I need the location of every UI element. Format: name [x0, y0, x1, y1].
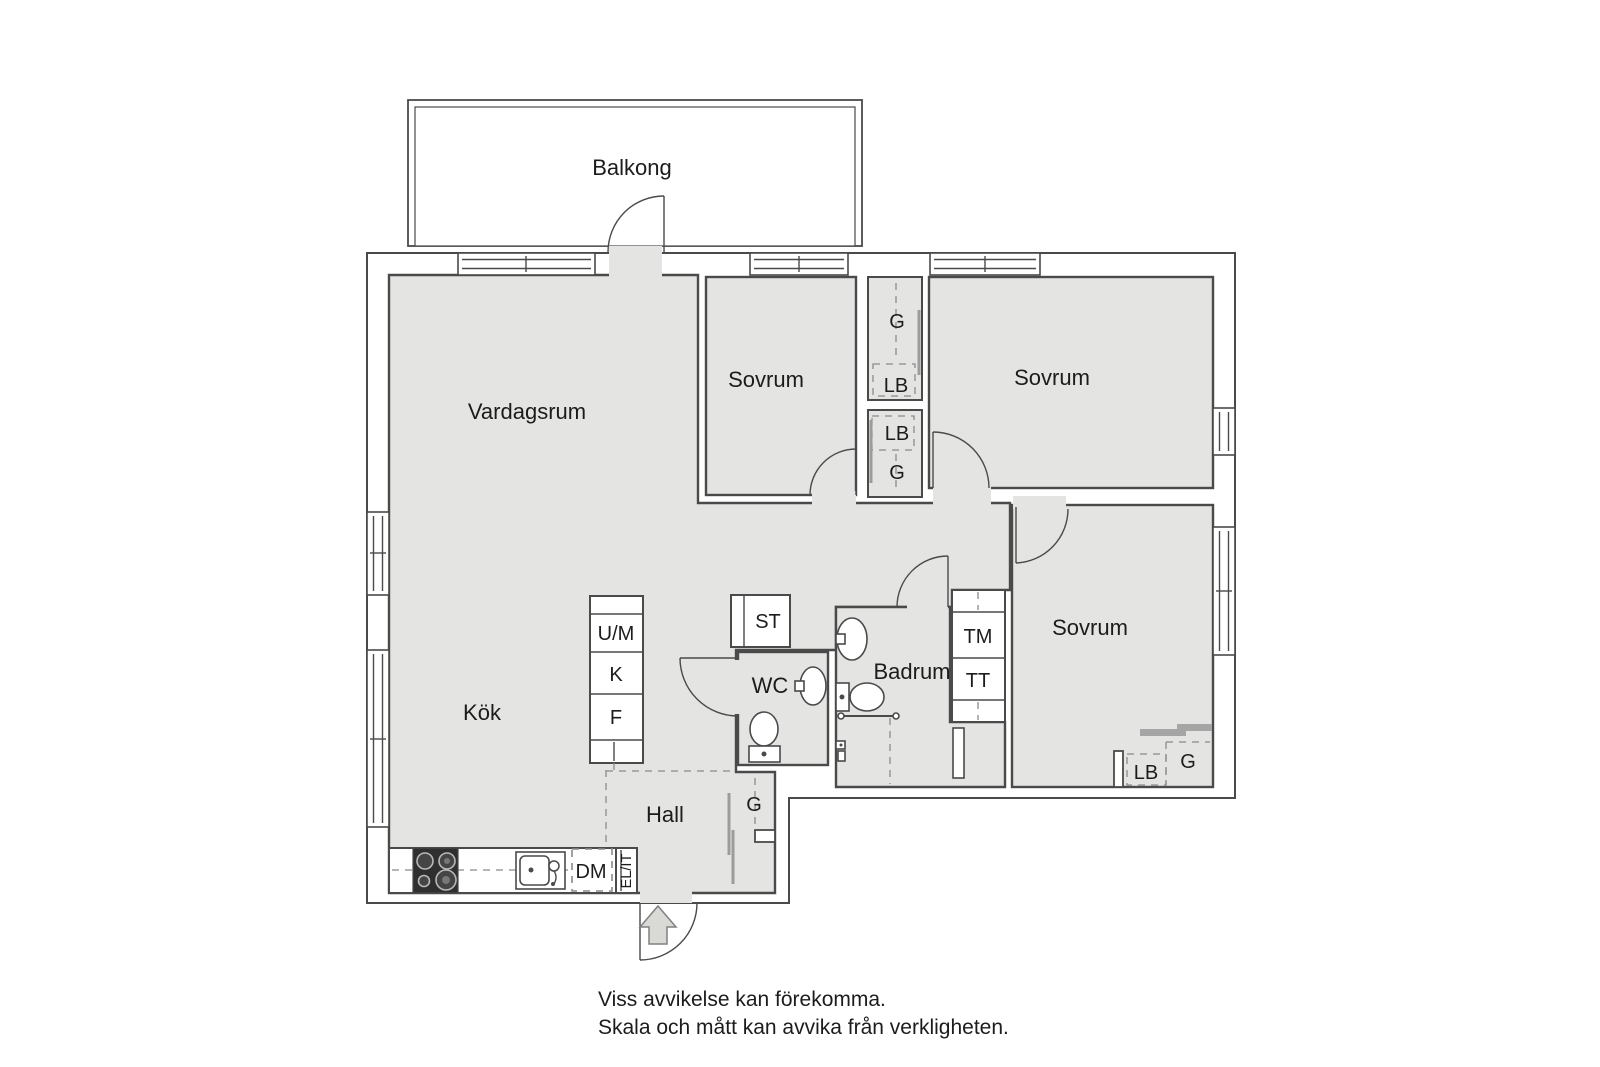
wc-sink-icon	[794, 666, 827, 706]
wc-label: WC	[752, 673, 789, 698]
bathroom-door	[896, 555, 949, 608]
bathroom-fixtures	[835, 617, 900, 784]
closet-g-mid-label: G	[889, 462, 905, 484]
balcony-door-opening	[609, 246, 662, 277]
disclaimer-line2: Skala och mått kan avvika från verklighe…	[598, 1016, 1009, 1039]
window-living-top	[457, 252, 596, 276]
bathroom-label: Badrum	[873, 659, 950, 684]
hall-label: Hall	[646, 802, 684, 827]
closet-lb-top-label: LB	[884, 375, 908, 397]
radiator-icon	[952, 727, 965, 779]
freezer-label: F	[610, 707, 622, 729]
window-bedroom-top	[749, 252, 849, 276]
bathroom-sink-icon	[835, 617, 868, 661]
door-openings	[609, 246, 1066, 903]
window-bedroom-right-top	[929, 252, 1041, 276]
entrance-door	[639, 902, 698, 961]
bedroom-right-label: Sovrum	[1014, 365, 1090, 390]
dishwasher: DM	[571, 848, 613, 892]
closet-wall-stub	[1113, 750, 1124, 788]
closet-column-upper	[867, 276, 923, 401]
stove-icon	[412, 847, 459, 894]
bedroom-top-label: Sovrum	[728, 367, 804, 392]
window-bedroom-right-side	[1212, 407, 1236, 456]
bedroom-top-floor	[704, 275, 858, 497]
bedroom-bottom-closets: LB G	[1113, 724, 1212, 788]
wc-door-opening	[732, 660, 741, 714]
bedroom-right-door-opening	[933, 485, 991, 506]
balcony: Balkong	[407, 99, 863, 247]
hall-closet-wall-stub	[754, 829, 776, 843]
balcony-label: Balkong	[592, 155, 672, 180]
electrical-label: EL/IT	[619, 854, 635, 889]
bedroom-right-door	[932, 431, 990, 489]
shower-rail-icon	[837, 712, 900, 720]
window-living-left	[366, 511, 390, 596]
fridge-label: K	[609, 664, 623, 686]
disclaimer: Viss avvikelse kan förekomma. Skala och …	[598, 988, 1009, 1039]
disclaimer-line1: Viss avvikelse kan förekomma.	[598, 988, 886, 1011]
bedroom-bottom-label: Sovrum	[1052, 615, 1128, 640]
kitchen-tall-units: U/M K F	[589, 595, 644, 764]
wc-door	[679, 657, 739, 717]
closet-sliding-door-icon	[1177, 724, 1212, 731]
dishwasher-label: DM	[575, 861, 606, 883]
hall-closet-g-label: G	[746, 794, 762, 816]
kitchen-label: Kök	[463, 700, 502, 725]
windows	[366, 252, 1236, 828]
balcony-inner-line	[414, 106, 856, 247]
window-kitchen-left	[366, 649, 390, 828]
kitchen-counter: DM EL/IT	[388, 847, 638, 894]
dryer-label: TT	[966, 670, 990, 692]
bedroom-bottom-door-opening	[1013, 496, 1066, 509]
wc-fixtures	[748, 666, 827, 763]
washing-machine-label: TM	[964, 626, 993, 648]
kitchen-sink-icon	[515, 851, 566, 890]
closet-lb-bedroom3-label: LB	[1134, 762, 1158, 784]
hall-closet-g: G	[727, 778, 776, 884]
bedroom-top-door	[809, 448, 857, 496]
electrical-cabinet: EL/IT	[615, 847, 638, 894]
closet-sliding-door-icon	[1140, 729, 1186, 736]
bathroom-door-opening	[907, 588, 948, 610]
closet-column-lower	[867, 409, 923, 498]
closet-g-bedroom3-label: G	[1180, 751, 1196, 773]
entrance-arrow-icon	[638, 904, 678, 945]
closet-g-top-label: G	[889, 311, 905, 333]
balcony-door	[607, 195, 665, 253]
cleaning-closet-st: ST	[730, 594, 791, 648]
closet-lb-mid-label: LB	[885, 423, 909, 445]
closet-st-label: ST	[755, 611, 781, 633]
bedroom-top-door-opening	[812, 491, 856, 506]
bathroom-toilet-icon	[835, 682, 885, 712]
laundry-column: TM TT	[951, 589, 1006, 779]
living-room-label: Vardagsrum	[468, 399, 586, 424]
wc-toilet-icon	[748, 711, 781, 763]
room-labels: Vardagsrum Sovrum Sovrum Sovrum Kök Hall…	[463, 365, 1128, 827]
floor-drain-icon	[835, 740, 846, 762]
bedroom-bottom-floor	[1010, 503, 1215, 789]
zone-dashed-lines	[605, 763, 730, 848]
closet-column-between-bedrooms: G LB LB G	[869, 283, 921, 492]
entrance-door-opening	[640, 889, 692, 903]
window-bedroom-bottom-side	[1212, 526, 1236, 656]
doors	[607, 195, 1069, 961]
washer-micro-label: U/M	[598, 623, 635, 645]
bedroom-bottom-door	[1015, 507, 1069, 564]
